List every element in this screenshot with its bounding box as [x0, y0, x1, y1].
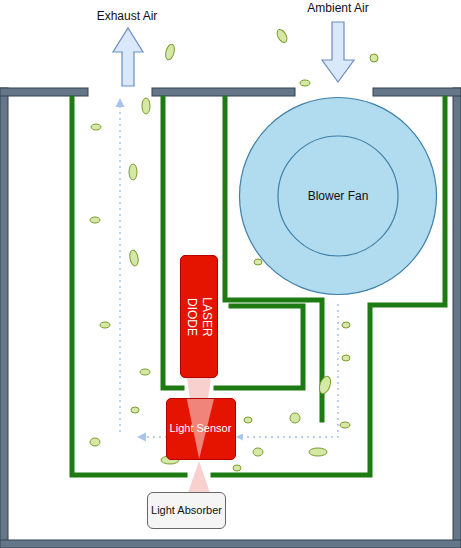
particle — [129, 164, 137, 180]
laser-beam — [188, 461, 210, 493]
particle — [309, 448, 327, 456]
fan-rotor — [278, 136, 398, 256]
housing — [0, 88, 461, 548]
particle — [244, 417, 252, 423]
particle — [129, 249, 140, 266]
fan-housing — [240, 98, 437, 295]
node-text: Blower Fan — [308, 189, 369, 204]
particle — [131, 407, 139, 413]
particle — [340, 422, 350, 428]
particle — [90, 217, 100, 223]
housing-wall — [373, 88, 461, 96]
air-arrows — [113, 22, 354, 86]
particle — [90, 438, 100, 446]
flow-label: Exhaust Air — [97, 9, 158, 23]
node-text: LASER DIODE — [184, 291, 214, 343]
housing-wall — [152, 88, 295, 96]
housing-wall — [453, 88, 461, 548]
particle — [275, 28, 289, 44]
duct-wall — [216, 306, 303, 388]
particle — [342, 322, 350, 328]
arrow-head — [116, 98, 125, 107]
particle — [290, 413, 300, 423]
particle — [100, 322, 110, 328]
particle — [233, 465, 241, 471]
particle — [140, 369, 150, 375]
airflow-path — [119, 104, 121, 432]
laser-diode: LASER DIODE — [180, 255, 218, 378]
particle — [164, 43, 176, 61]
particle — [317, 375, 333, 395]
housing-wall — [0, 88, 8, 548]
particle — [253, 448, 263, 456]
particle — [370, 54, 378, 62]
duct-walls — [72, 98, 445, 475]
duct-wall — [213, 98, 445, 475]
particle — [142, 98, 150, 114]
housing-wall — [0, 88, 88, 96]
airflow-heads — [116, 98, 147, 442]
intake-arrow — [322, 22, 354, 82]
flow-label: Ambient Air — [307, 1, 368, 15]
blower-fan: Blower Fan — [238, 96, 438, 296]
particle — [300, 80, 310, 86]
particle — [91, 124, 101, 130]
housing-wall — [0, 540, 461, 548]
node-text: Light Absorber — [151, 504, 222, 518]
particle — [342, 355, 350, 361]
light-sensor: Light Sensor — [166, 398, 236, 460]
node-text: Light Sensor — [170, 422, 232, 436]
arrow-head — [137, 433, 146, 442]
airflow-connector — [237, 304, 339, 437]
particle — [254, 259, 262, 265]
light-absorber: Light Absorber — [147, 492, 226, 529]
exhaust-arrow — [113, 28, 143, 86]
airflow-paths — [120, 104, 173, 437]
